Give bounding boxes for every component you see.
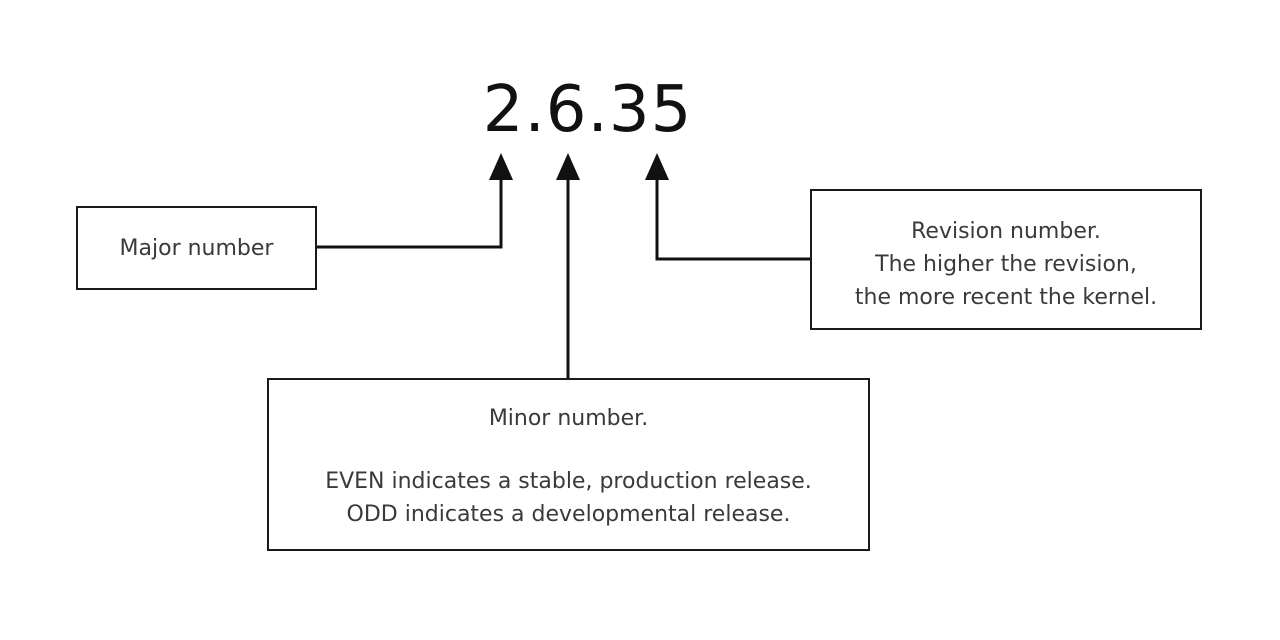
major-number-label: Major number (119, 235, 274, 261)
minor-arrowhead-icon (556, 153, 580, 180)
major-connector-line (317, 178, 503, 249)
revision-line-2: The higher the revision, (875, 252, 1137, 277)
major-number-box: Major number (76, 206, 317, 290)
minor-odd-line: ODD indicates a developmental release. (346, 502, 791, 527)
version-number: 2.6.35 (482, 73, 693, 147)
minor-even-line: EVEN indicates a stable, production rele… (325, 469, 812, 494)
revision-line-3: the more recent the kernel. (854, 285, 1158, 310)
revision-line-1: Revision number. (911, 219, 1101, 244)
revision-connector-line (655, 178, 810, 261)
revision-arrowhead-icon (645, 153, 669, 180)
minor-number-title: Minor number. (488, 406, 649, 431)
revision-number-box: Revision number. The higher the revision… (810, 189, 1202, 330)
major-arrowhead-icon (489, 153, 513, 180)
minor-number-box: Minor number. EVEN indicates a stable, p… (267, 378, 870, 551)
